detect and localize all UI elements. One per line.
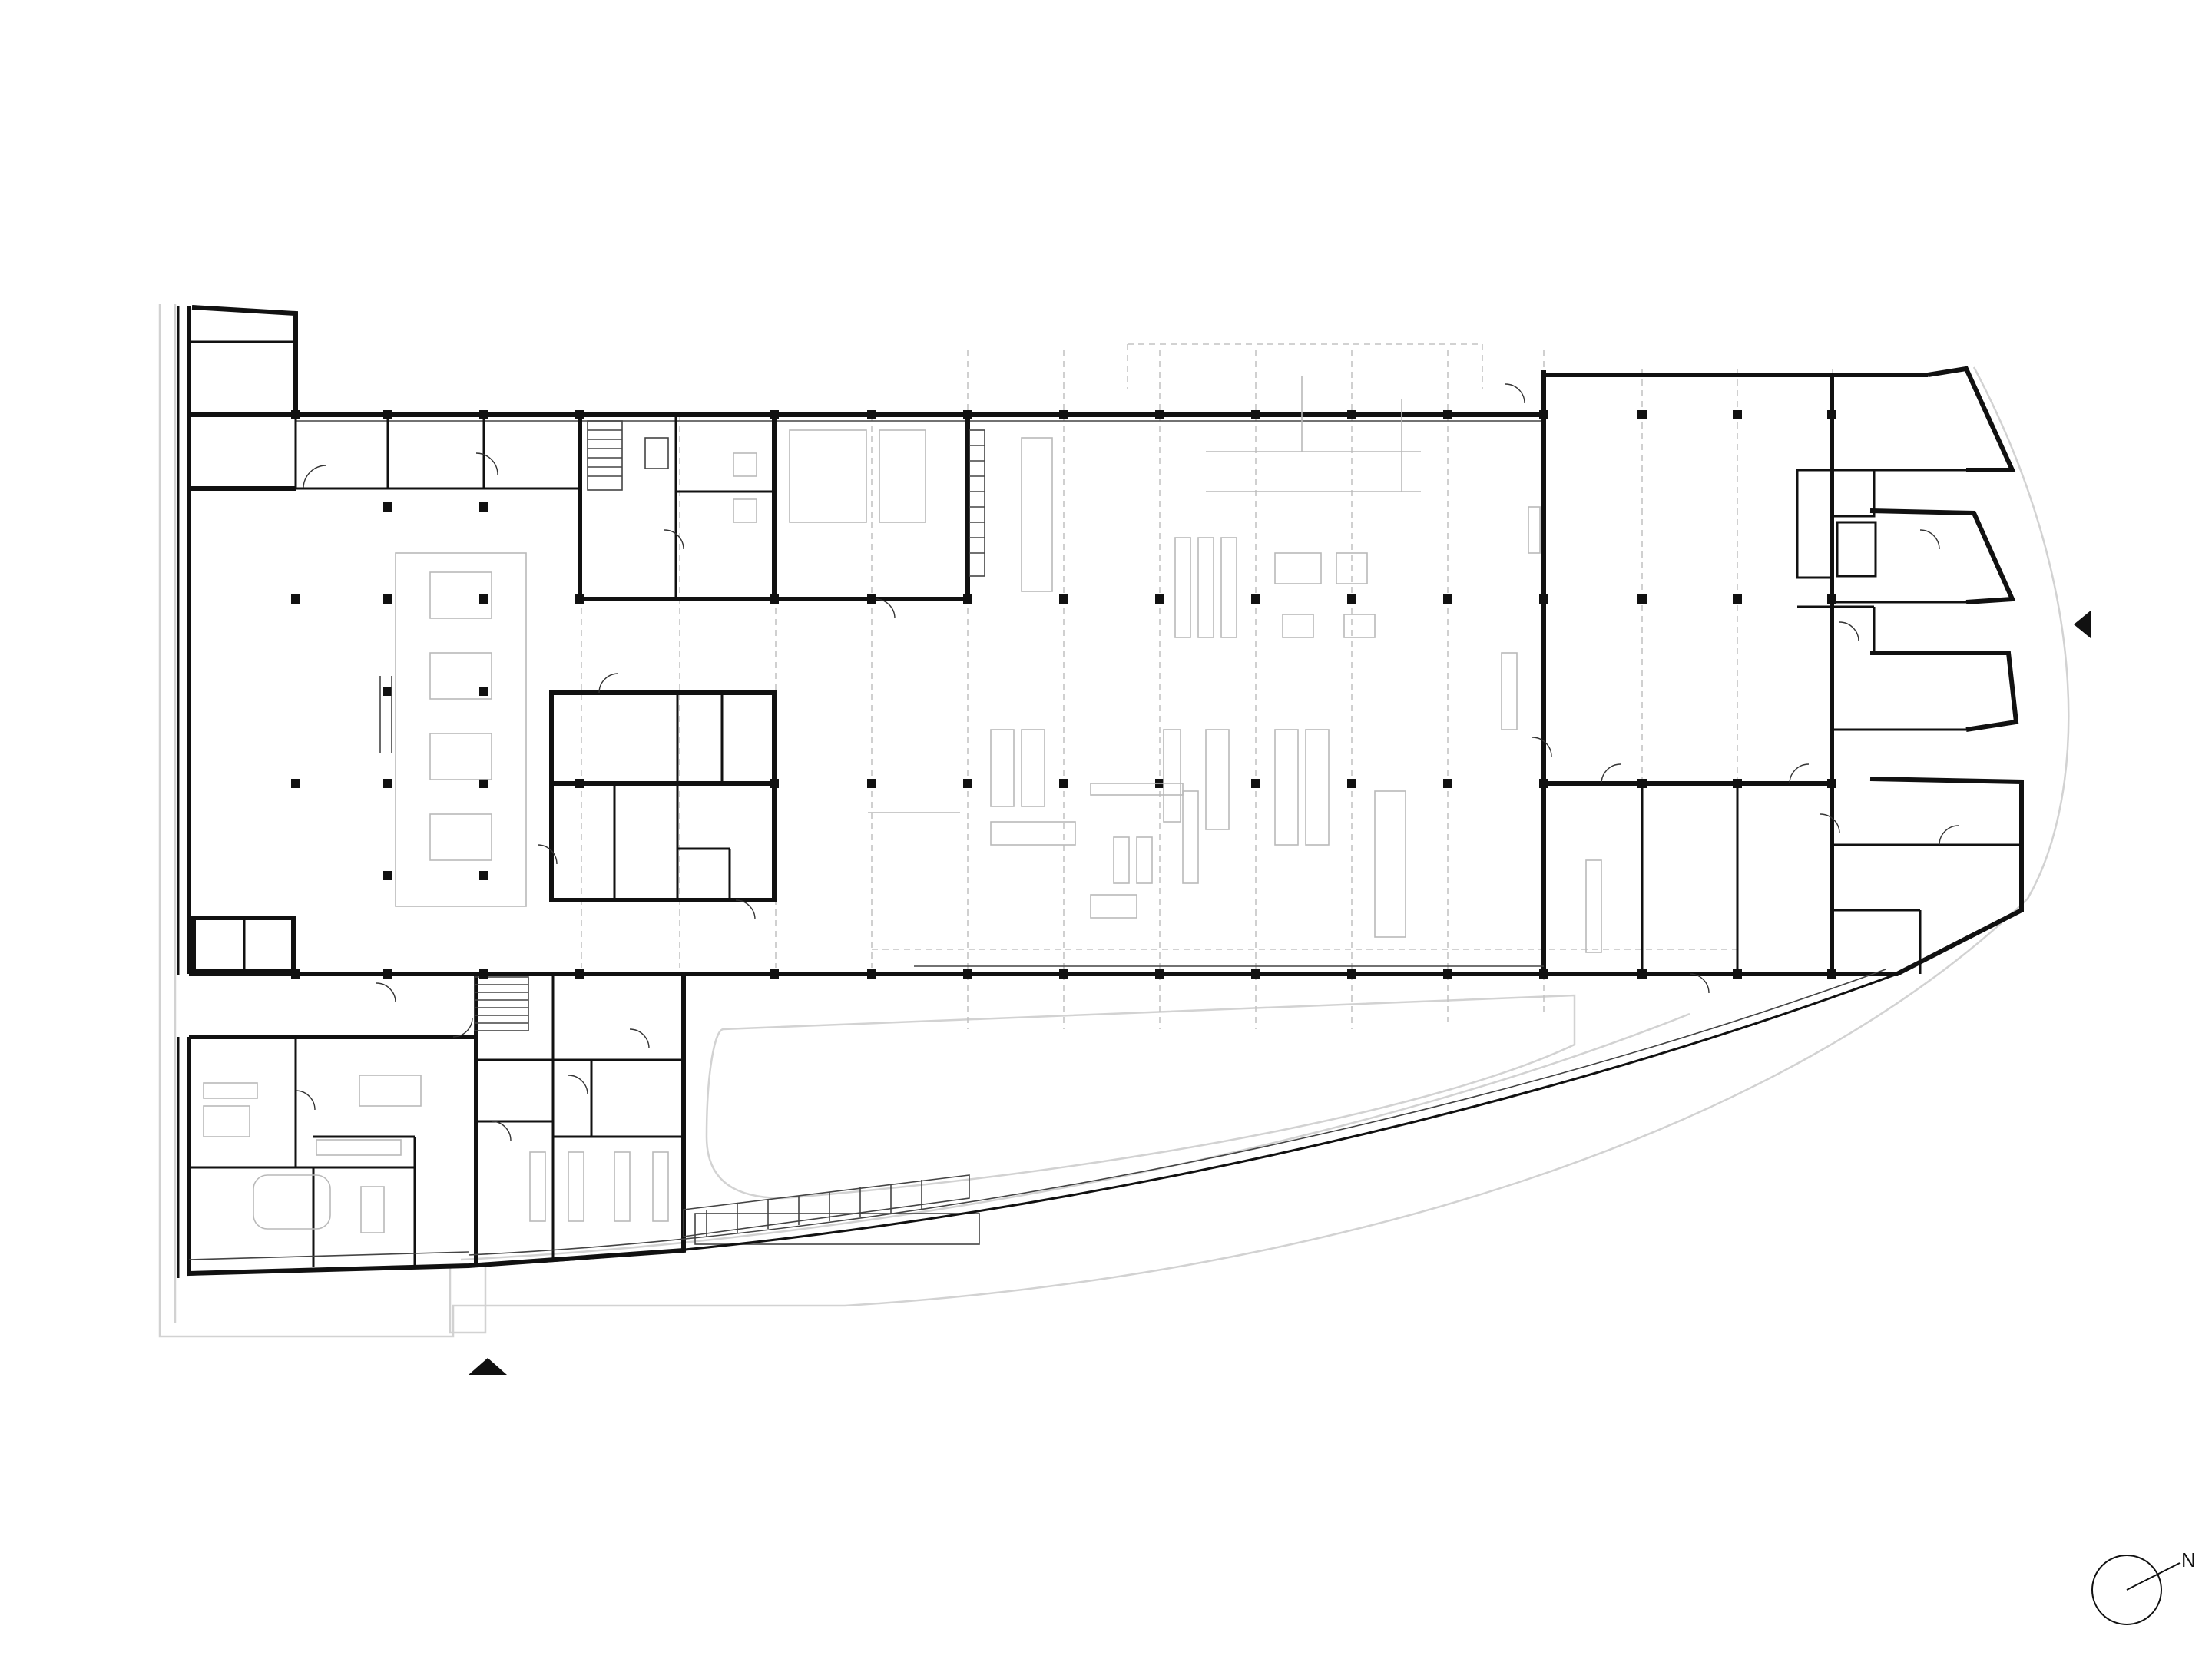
column — [479, 871, 488, 880]
site-outline — [158, 304, 2070, 1338]
column — [575, 779, 584, 788]
north-arrow-circle — [2091, 1555, 2162, 1625]
column — [1637, 969, 1647, 979]
column — [479, 969, 488, 979]
stair-north — [587, 420, 669, 491]
column — [1539, 779, 1548, 788]
column — [291, 594, 300, 604]
column — [1347, 594, 1356, 604]
column — [867, 969, 876, 979]
column — [383, 594, 392, 604]
column — [1443, 779, 1452, 788]
column — [383, 969, 392, 979]
column — [1059, 779, 1068, 788]
column — [1251, 410, 1260, 419]
column — [291, 969, 300, 979]
entrance-marker-south — [469, 1358, 507, 1375]
column — [291, 779, 300, 788]
column — [1251, 779, 1260, 788]
stair-south — [474, 976, 529, 1031]
curved-south-wall-inner — [468, 969, 1886, 1256]
column — [1733, 594, 1742, 604]
column — [1347, 779, 1356, 788]
curved-south-wall — [468, 972, 1898, 1267]
south-ramp — [683, 1174, 970, 1237]
structural-columns — [291, 410, 1836, 979]
column — [479, 594, 488, 604]
column — [383, 779, 392, 788]
dashed-grid — [581, 343, 1833, 1029]
column — [963, 969, 972, 979]
column — [1251, 594, 1260, 604]
column — [1251, 969, 1260, 979]
exterior-walls — [177, 305, 2024, 976]
column — [1827, 779, 1836, 788]
column — [963, 410, 972, 419]
north-arrow: N — [2091, 1548, 2196, 1625]
north-label: N — [2181, 1548, 2196, 1571]
column — [1059, 594, 1068, 604]
column — [770, 410, 779, 419]
column — [479, 779, 488, 788]
column — [1155, 969, 1164, 979]
column — [1733, 410, 1742, 419]
column — [383, 410, 392, 419]
column — [867, 410, 876, 419]
column — [1827, 969, 1836, 979]
column — [1443, 594, 1452, 604]
column — [867, 594, 876, 604]
column — [291, 410, 300, 419]
column — [1059, 969, 1068, 979]
column — [1637, 779, 1647, 788]
column — [575, 594, 584, 604]
column — [1443, 410, 1452, 419]
column — [1155, 410, 1164, 419]
column — [1827, 594, 1836, 604]
column — [479, 502, 488, 512]
interior-walls — [189, 340, 2022, 974]
stair-hall — [969, 429, 985, 577]
column — [1155, 594, 1164, 604]
column — [770, 969, 779, 979]
column — [575, 410, 584, 419]
column — [575, 969, 584, 979]
column — [1637, 594, 1647, 604]
column — [1059, 410, 1068, 419]
column — [1443, 969, 1452, 979]
column — [963, 594, 972, 604]
column — [383, 502, 392, 512]
column — [1733, 779, 1742, 788]
column — [770, 594, 779, 604]
doors — [295, 383, 1959, 1141]
column — [479, 687, 488, 696]
column — [1347, 410, 1356, 419]
column — [1347, 969, 1356, 979]
equipment — [379, 376, 1602, 953]
column — [1539, 969, 1548, 979]
south-office-block — [177, 975, 980, 1278]
column — [1733, 969, 1742, 979]
entrance-marker-east — [2074, 611, 2091, 638]
column — [1539, 410, 1548, 419]
column — [1539, 594, 1548, 604]
north-arrow-line — [2126, 1562, 2181, 1591]
column — [383, 871, 392, 880]
column — [1637, 410, 1647, 419]
column — [963, 779, 972, 788]
column — [479, 410, 488, 419]
column — [1827, 410, 1836, 419]
column — [770, 779, 779, 788]
column — [383, 687, 392, 696]
column — [867, 779, 876, 788]
